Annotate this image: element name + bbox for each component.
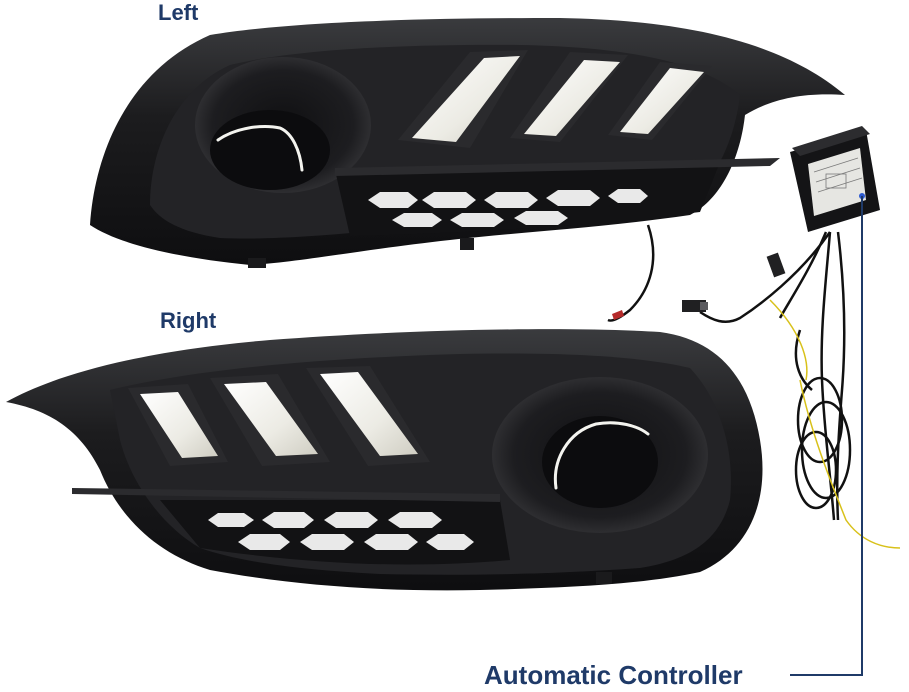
automatic-controller-box <box>790 126 880 232</box>
left-drl-2 <box>524 60 620 136</box>
left-halo-ring <box>216 125 304 172</box>
left-grille-openings <box>368 189 648 227</box>
right-fog-light-bezel <box>6 329 763 591</box>
right-grille-openings <box>208 512 474 550</box>
right-drl-3 <box>320 372 418 456</box>
automatic-controller-label: Automatic Controller <box>484 660 743 690</box>
right-drl-1 <box>140 392 218 458</box>
left-fog-light-bezel <box>90 18 845 268</box>
right-label: Right <box>160 308 217 333</box>
controller-label-sticker <box>808 148 866 216</box>
left-fog-hole-inner <box>210 110 330 190</box>
right-drl-2 <box>224 382 318 456</box>
controller-callout-line <box>790 196 863 676</box>
left-label: Left <box>158 0 199 25</box>
left-drl-strips <box>398 50 712 148</box>
left-drl-1 <box>412 56 520 142</box>
right-halo-ring <box>553 421 650 490</box>
left-drl-3 <box>620 68 704 134</box>
right-drl-strips <box>128 366 430 466</box>
wiring-harness <box>607 224 901 549</box>
